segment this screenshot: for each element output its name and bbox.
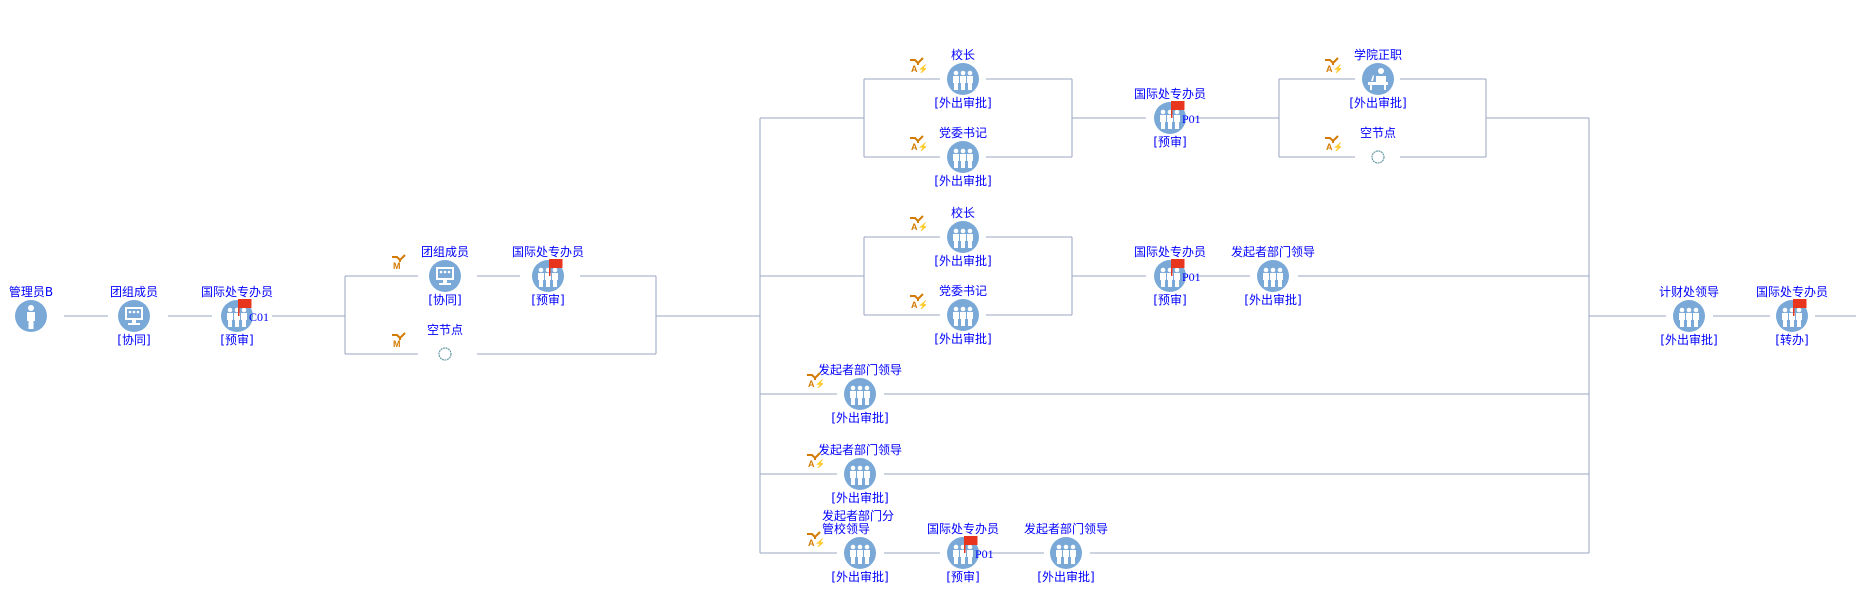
node-subtitle: [预审] [1153,293,1187,307]
node-title: 发起者部门领导 [817,443,902,457]
node-badge: C01 [249,310,270,324]
approval-marker-icon: A⚡ [1325,57,1341,73]
group-icon[interactable] [946,140,980,174]
approval-marker-icon: A⚡ [910,57,926,73]
empty-node-icon[interactable] [428,337,462,371]
flag-icon [1171,259,1185,276]
group-icon[interactable] [843,377,877,411]
desk-person-icon[interactable] [1361,62,1395,96]
flag-icon [1171,101,1185,118]
node-subtitle: [外出审批] [934,174,992,188]
approval-marker-icon: A⚡ [910,293,926,309]
svg-text:A⚡: A⚡ [911,221,926,231]
node-title: 党委书记 [938,284,987,298]
node-title: 发起者部门领导 [1023,522,1108,536]
node-title: 国际处专办员 [511,245,584,259]
node-subtitle: [协同] [428,293,462,307]
empty-node-icon[interactable] [1361,140,1395,174]
group-icon[interactable] [946,220,980,254]
node-title: 国际处专办员 [1133,87,1206,101]
node-badge: P01 [975,547,994,561]
node-subtitle: [外出审批] [831,411,889,425]
node-title: 团组成员 [420,245,469,259]
svg-text:M: M [393,339,401,348]
node-title: 发起者部门领导 [817,363,902,377]
approval-marker-icon: A⚡ [910,215,926,231]
svg-text:A⚡: A⚡ [911,141,926,151]
group-icon[interactable] [946,298,980,332]
node-title: 校长 [950,206,975,220]
node-subtitle: [外出审批] [934,96,992,110]
group-icon[interactable] [946,62,980,96]
group-icon[interactable] [1256,259,1290,293]
node-subtitle: [外出审批] [1244,293,1302,307]
node-title: 国际处专办员 [926,522,999,536]
svg-text:A⚡: A⚡ [911,63,926,73]
node-title: 空节点 [426,323,463,337]
approval-marker-icon: A⚡ [1325,135,1341,151]
flag-icon [964,536,978,553]
svg-text:A⚡: A⚡ [1326,141,1341,151]
node-title: 党委书记 [938,126,987,140]
node-badge: P01 [1182,112,1201,126]
node-title: 空节点 [1359,126,1396,140]
flag-icon [238,299,252,316]
approval-marker-icon: A⚡ [807,531,823,547]
node-subtitle: [外出审批] [934,254,992,268]
node-title: 发起者部门分管校领导 [822,509,895,536]
approval-marker-icon: A⚡ [910,135,926,151]
node-subtitle: [外出审批] [831,491,889,505]
node-title: 计财处领导 [1658,285,1719,299]
group-icon[interactable] [843,457,877,491]
node-subtitle: [转办] [1775,333,1809,347]
node-title: 国际处专办员 [1133,245,1206,259]
node-title: 国际处专办员 [200,285,273,299]
node-subtitle: [协同] [117,333,151,347]
node-subtitle: [外出审批] [934,332,992,346]
svg-text:A⚡: A⚡ [911,299,926,309]
svg-text:A⚡: A⚡ [808,537,823,547]
node-subtitle: [预审] [531,293,565,307]
node-title: 学院正职 [1353,48,1402,62]
svg-text:A⚡: A⚡ [1326,63,1341,73]
node-subtitle: [预审] [1153,135,1187,149]
svg-text:A⚡: A⚡ [808,458,823,468]
svg-text:M: M [393,261,401,270]
flag-icon [1793,299,1807,316]
node-subtitle: [外出审批] [1037,570,1095,584]
node-subtitle: [预审] [220,333,254,347]
svg-text:A⚡: A⚡ [808,378,823,388]
merge-marker-icon: M [392,332,406,348]
node-title: 管理员B [8,285,54,299]
monitor-group-icon[interactable] [428,259,462,293]
approval-marker-icon: A⚡ [807,452,823,468]
node-subtitle: [外出审批] [831,570,889,584]
merge-marker-icon: M [392,254,406,270]
group-icon[interactable] [1049,536,1083,570]
node-title: 校长 [950,48,975,62]
flag-icon [549,259,563,276]
node-badge: P01 [1182,270,1201,284]
node-title: 国际处专办员 [1755,285,1828,299]
group-icon[interactable] [1672,299,1706,333]
monitor-group-icon[interactable] [117,299,151,333]
node-title: 团组成员 [109,285,158,299]
node-subtitle: [预审] [946,570,980,584]
group-icon[interactable] [843,536,877,570]
approval-marker-icon: A⚡ [807,372,823,388]
node-title: 发起者部门领导 [1230,245,1315,259]
node-subtitle: [外出审批] [1660,333,1718,347]
node-subtitle: [外出审批] [1349,96,1407,110]
person-icon[interactable] [14,299,48,333]
